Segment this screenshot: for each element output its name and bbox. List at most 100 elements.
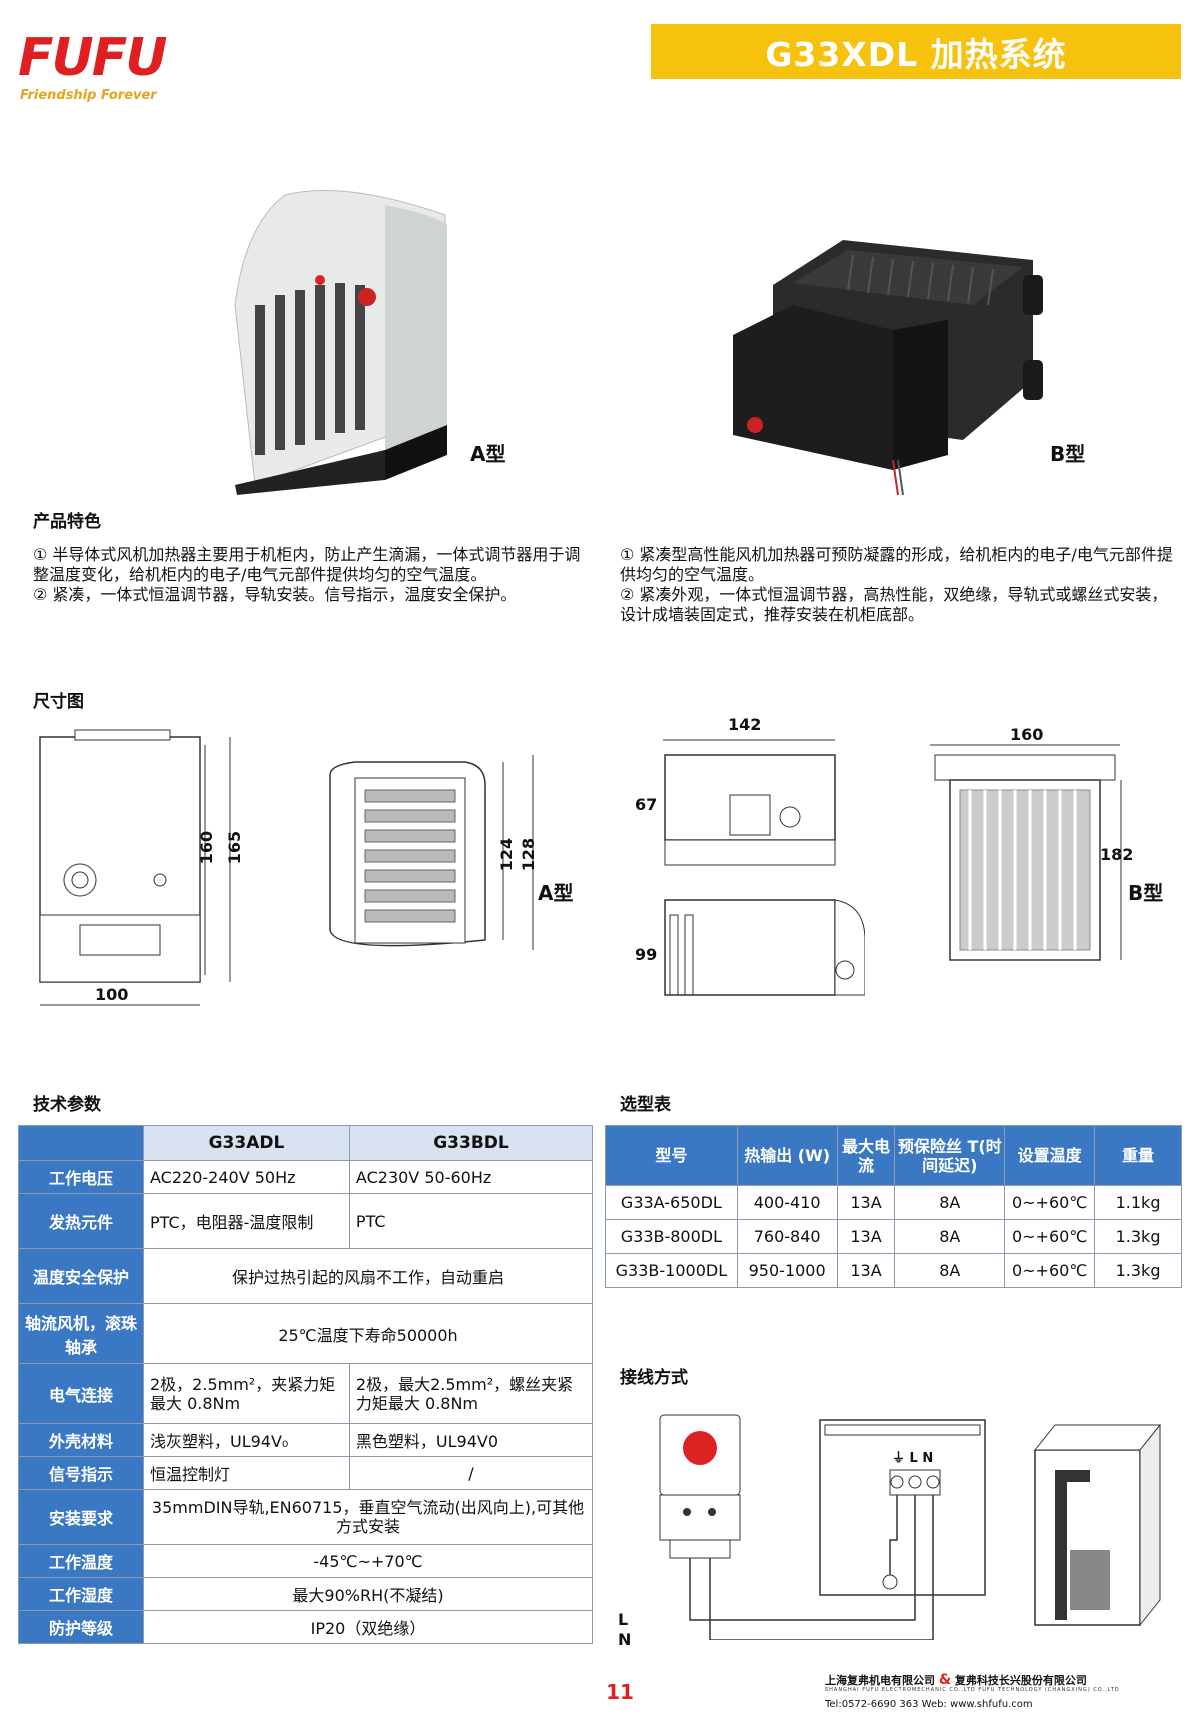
tech-header-b: G33BDL: [348, 1125, 594, 1161]
tech-cell-b: 2极，最大2.5mm²，螺丝夹紧力矩最大 0.8Nm: [348, 1363, 594, 1424]
tech-cell-a: AC220-240V 50Hz: [143, 1160, 350, 1194]
tech-cell-b: AC230V 50-60Hz: [348, 1160, 594, 1194]
tech-row-label: 工作湿度: [18, 1577, 144, 1611]
sel-header: 型号: [605, 1125, 738, 1186]
product-a-label: A型: [470, 442, 506, 466]
wiring-terminal-labels: ⏚ L N: [892, 1451, 934, 1466]
table-row: G33B-1000DL 950-1000 13A 8A 0~+60℃ 1.3kg: [605, 1253, 1182, 1288]
sel-header: 设置温度: [1004, 1125, 1096, 1186]
tech-header-a: G33ADL: [143, 1125, 350, 1161]
tech-row-label: 信号指示: [18, 1456, 144, 1490]
dimension-drawing-a-front: [39, 729, 231, 1006]
tech-cell-span: IP20（双绝缘）: [143, 1610, 593, 1644]
tech-cell-span: 35mmDIN导轨,EN60715，垂直空气流动(出风向上),可其他方式安装: [143, 1489, 593, 1545]
page-title: G33XDL 加热系统: [651, 24, 1181, 79]
tech-cell-b: PTC: [348, 1193, 594, 1249]
sel-cell: 13A: [836, 1253, 896, 1288]
feature-a-2: ② 紧凑，一体式恒温调节器，导轨安装。信号指示，温度安全保护。: [33, 585, 517, 604]
tech-cell-span: 25℃温度下寿命50000h: [143, 1303, 593, 1364]
features-a: ① 半导体式风机加热器主要用于机柜内，防止产生滴漏，一体式调节器用于调整温度变化…: [33, 545, 588, 605]
sel-cell: 8A: [894, 1253, 1006, 1288]
logo-wordmark: FUFU: [18, 28, 167, 88]
tech-header-blank: [18, 1125, 144, 1161]
tech-row-label: 轴流风机，滚珠轴承: [18, 1303, 144, 1364]
selection-title: 选型表: [620, 1095, 671, 1115]
selection-table: 型号 热输出 (W) 最大电流 预保险丝 T(时间延迟) 设置温度 重量 G33…: [605, 1125, 1182, 1288]
dim-b-142: 142: [728, 715, 762, 734]
fufu-logo: FUFU Friendship Forever: [18, 28, 198, 108]
sel-cell: 0~+60℃: [1004, 1219, 1096, 1254]
feature-b-1: ① 紧凑型高性能风机加热器可预防凝露的形成，给机柜内的电子/电气元部件提供均匀的…: [620, 545, 1173, 584]
tech-row-label: 电气连接: [18, 1363, 144, 1424]
sel-cell: G33B-800DL: [605, 1219, 738, 1254]
tech-table: G33ADL G33BDL 工作电压 AC220-240V 50Hz AC230…: [18, 1125, 594, 1644]
sel-cell: G33B-1000DL: [605, 1253, 738, 1288]
tech-cell-a: PTC，电阻器-温度限制: [143, 1193, 350, 1249]
dim-a-124: 124: [497, 837, 517, 872]
sel-cell: 950-1000: [736, 1253, 838, 1288]
footer-company-a: 上海复弗机电有限公司: [825, 1674, 935, 1687]
table-row: G33A-650DL 400-410 13A 8A 0~+60℃ 1.1kg: [605, 1185, 1182, 1220]
sel-cell: 0~+60℃: [1004, 1185, 1096, 1220]
product-a-image: [234, 190, 447, 495]
sel-cell: 13A: [836, 1185, 896, 1220]
dim-b-type: B型: [1128, 881, 1164, 905]
tech-row-label: 温度安全保护: [18, 1248, 144, 1304]
footer-company: 上海复弗机电有限公司 & 复弗科技长兴股份有限公司: [825, 1672, 1087, 1688]
feature-b-2: ② 紧凑外观，一体式恒温调节器，高热性能，双绝缘，导轨式或螺丝式安装，设计成墙装…: [620, 585, 1168, 624]
tech-cell-b: /: [348, 1456, 594, 1490]
dimension-drawing-b-side: [664, 899, 865, 996]
sel-cell: 1.3kg: [1094, 1253, 1182, 1288]
tech-row-label: 外壳材料: [18, 1423, 144, 1457]
sel-cell: 0~+60℃: [1004, 1253, 1096, 1288]
page-number: 11: [606, 1680, 634, 1704]
sel-header: 最大电流: [836, 1125, 896, 1186]
wiring-diagram: [659, 1414, 1162, 1640]
wiring-n: N: [618, 1630, 632, 1649]
sel-cell: 8A: [894, 1219, 1006, 1254]
sel-cell: G33A-650DL: [605, 1185, 738, 1220]
table-row: G33B-800DL 760-840 13A 8A 0~+60℃ 1.3kg: [605, 1219, 1182, 1254]
dim-b-182: 182: [1100, 845, 1134, 864]
sel-cell: 1.1kg: [1094, 1185, 1182, 1220]
sel-header: 重量: [1094, 1125, 1182, 1186]
tech-cell-a: 恒温控制灯: [143, 1456, 350, 1490]
wiring-title: 接线方式: [620, 1368, 688, 1388]
dim-b-160: 160: [1010, 725, 1044, 744]
dim-a-128: 128: [519, 837, 539, 872]
sel-cell: 13A: [836, 1219, 896, 1254]
tech-row-label: 防护等级: [18, 1610, 144, 1644]
tech-cell-a: 浅灰塑料，UL94V₀: [143, 1423, 350, 1457]
tech-title: 技术参数: [33, 1095, 101, 1115]
tech-row-label: 发热元件: [18, 1193, 144, 1249]
tech-cell-b: 黑色塑料，UL94V0: [348, 1423, 594, 1457]
tech-cell-span: 保护过热引起的风扇不工作，自动重启: [143, 1248, 593, 1304]
tech-row-label: 工作温度: [18, 1544, 144, 1578]
tech-cell-a: 2极，2.5mm²，夹紧力矩最大 0.8Nm: [143, 1363, 350, 1424]
sel-cell: 760-840: [736, 1219, 838, 1254]
dimension-drawing-b-front: [930, 744, 1122, 961]
wiring-l: L: [618, 1610, 629, 1629]
dim-a-100: 100: [95, 985, 129, 1004]
sel-header: 热输出 (W): [736, 1125, 838, 1186]
features-title: 产品特色: [33, 512, 101, 532]
tech-row-label: 工作电压: [18, 1160, 144, 1194]
dim-a-165: 165: [225, 830, 245, 865]
features-b: ① 紧凑型高性能风机加热器可预防凝露的形成，给机柜内的电子/电气元部件提供均匀的…: [620, 545, 1175, 625]
dimensions-title: 尺寸图: [33, 692, 84, 712]
logo-tagline: Friendship Forever: [20, 88, 157, 103]
tech-cell-span: -45℃~+70℃: [143, 1544, 593, 1578]
dim-a-160: 160: [197, 830, 217, 865]
dim-a-type: A型: [538, 881, 574, 905]
sel-header: 预保险丝 T(时间延迟): [894, 1125, 1006, 1186]
footer-company-b: 复弗科技长兴股份有限公司: [954, 1674, 1087, 1687]
sel-cell: 8A: [894, 1185, 1006, 1220]
product-b-label: B型: [1050, 442, 1086, 466]
product-b-image: [733, 240, 1043, 495]
dimension-drawing-a-side: [329, 755, 534, 950]
dimension-drawing-b-top: [663, 739, 836, 866]
footer-amp: &: [938, 1672, 952, 1688]
tech-row-label: 安装要求: [18, 1489, 144, 1545]
footer-contact: Tel:0572-6690 363 Web: www.shfufu.com: [825, 1699, 1033, 1710]
footer-company-english: SHANGHAI FUFU ELECTROMECHANIC CO.,LTD FU…: [825, 1687, 1120, 1693]
